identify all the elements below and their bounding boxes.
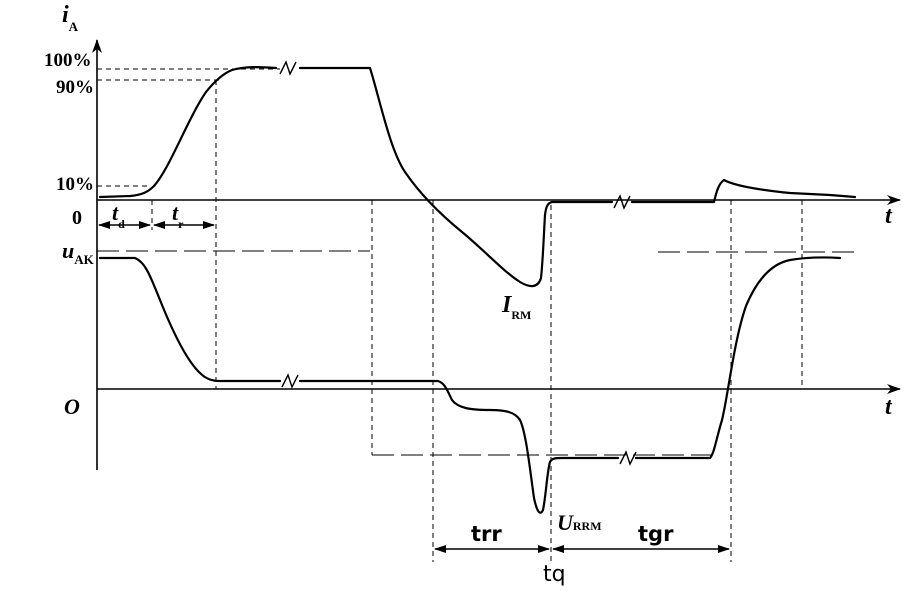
- tgr-label: tgr: [638, 522, 674, 546]
- voltage-break-marker-1: [281, 373, 299, 389]
- anode-cathode-voltage-waveform: [98, 256, 842, 514]
- tr-dimension: tr: [153, 200, 215, 231]
- trr-dimension: trr: [434, 522, 550, 553]
- current-break-marker-1: [279, 60, 297, 76]
- voltage-axis-label: uAK: [62, 238, 95, 267]
- current-time-label: t: [885, 203, 893, 229]
- urrm-label: URRM: [557, 510, 602, 535]
- level-10-label: 10%: [56, 174, 94, 195]
- irm-label: IRM: [501, 292, 531, 322]
- current-break-marker-2: [613, 194, 631, 210]
- tr-label: tr: [172, 200, 184, 231]
- current-axes: [92, 39, 901, 470]
- td-dimension: td: [98, 200, 151, 231]
- tq-label: tq: [543, 562, 566, 587]
- voltage-time-label: t: [885, 394, 893, 420]
- anode-current-waveform: [98, 66, 857, 288]
- reference-lines: [97, 68, 858, 562]
- current-axis-label: iA: [62, 2, 79, 34]
- td-label: td: [112, 200, 125, 231]
- level-90-label: 90%: [56, 77, 94, 98]
- tgr-dimension: tgr: [552, 522, 730, 553]
- trr-label: trr: [471, 522, 502, 546]
- voltage-break-marker-2: [619, 450, 637, 466]
- level-100-label: 100%: [44, 50, 92, 71]
- voltage-origin-label: O: [64, 394, 80, 419]
- current-origin-label: 0: [72, 207, 82, 229]
